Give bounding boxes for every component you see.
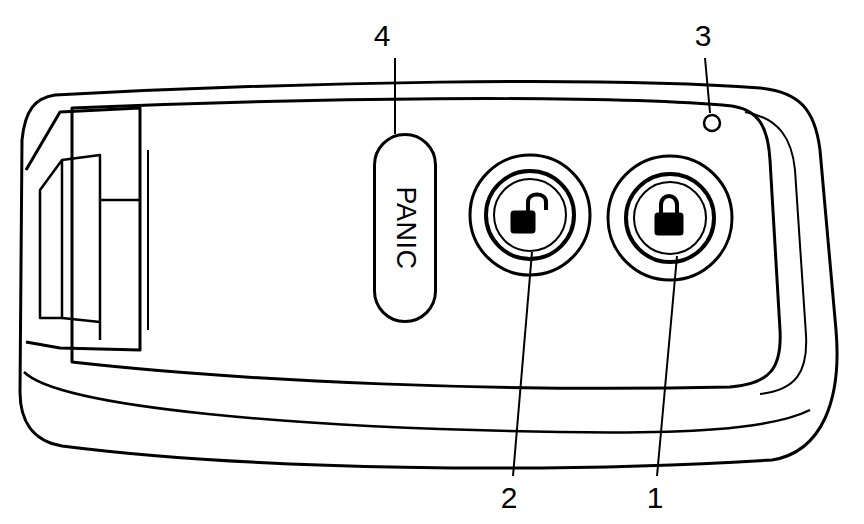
unlock-icon	[512, 212, 534, 232]
panic-button: PANIC	[373, 133, 437, 323]
fob-top-face	[72, 99, 780, 389]
indicator-light	[704, 115, 720, 131]
callout-number: 4	[374, 21, 391, 51]
key-slot-inner	[40, 160, 62, 318]
key-slot-line	[140, 150, 148, 330]
leader-line	[705, 58, 710, 113]
fob-face-inner	[745, 112, 806, 394]
leader-line	[394, 58, 396, 134]
lock-button-rim	[608, 156, 732, 280]
lock-icon	[656, 214, 682, 234]
key-slot	[26, 108, 140, 350]
lock-shackle	[661, 196, 677, 214]
lock-button	[626, 174, 714, 262]
key-slot-step	[62, 155, 140, 340]
unlock-button-inner	[494, 179, 566, 251]
unlock-button	[486, 171, 574, 259]
fob-edge	[24, 372, 810, 432]
leader-line	[513, 252, 532, 476]
callout-number: 1	[647, 483, 664, 513]
button-label: PANIC	[392, 186, 419, 269]
unlock-shackle	[528, 195, 546, 213]
callout-number: 3	[695, 21, 712, 51]
leader-line	[657, 256, 677, 476]
fob-housing	[20, 82, 837, 469]
unlock-button-rim	[470, 155, 590, 275]
callout-number: 2	[501, 483, 518, 513]
lock-button-inner	[634, 182, 706, 254]
